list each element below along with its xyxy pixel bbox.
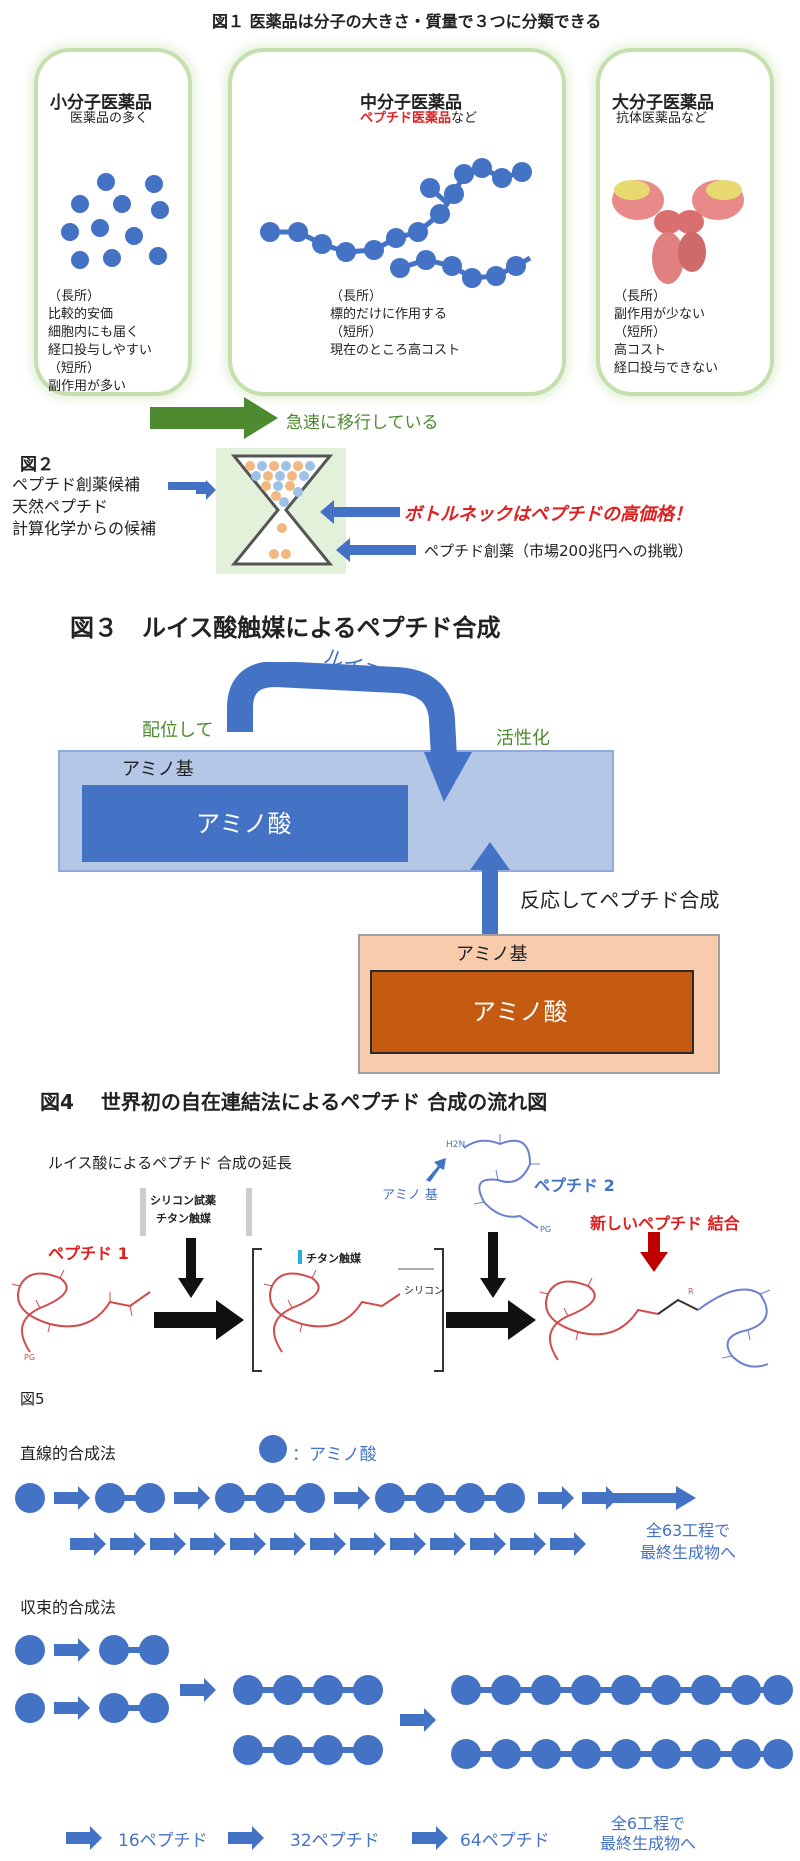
- fig2-label: 図２: [20, 455, 54, 475]
- peptide1-label: ペプチド 1: [48, 1244, 129, 1263]
- small-molecule-title: 小分子医薬品: [50, 93, 152, 113]
- fig2-candidates: ペプチド創薬候補 天然ペプチド 計算化学からの候補: [12, 475, 157, 538]
- p32-label: 32ペプチド: [290, 1831, 380, 1851]
- fig1-title: 図１ 医薬品は分子の大きさ・質量で３つに分類できる: [212, 12, 602, 31]
- reagent-silicon: シリコン試薬: [150, 1194, 216, 1207]
- medium-molecule-subtitle: ペプチド医薬品など: [360, 111, 478, 126]
- peptide1-structure: PG: [11, 1269, 151, 1362]
- bottleneck-text: ボトルネックはペプチドの高価格！: [404, 504, 692, 525]
- new-bond-label: 新しいペプチド 結合: [590, 1214, 740, 1233]
- medium-molecule-notes: （長所）標的だけに作用する （短所）現在のところ高コスト: [330, 289, 461, 358]
- p16-arrow: [66, 1826, 102, 1850]
- activate-label: 活性化: [496, 728, 550, 749]
- amino-acid-box-2: [370, 970, 694, 1054]
- silicon-label: シリコン: [404, 1286, 444, 1297]
- amino-group-label-2: アミノ基: [456, 944, 528, 965]
- titan-marker: [298, 1250, 302, 1264]
- antibody-image: [612, 180, 744, 284]
- product-structure: R: [539, 1277, 771, 1368]
- shift-label: 急速に移行している: [286, 413, 439, 433]
- large-molecule-notes: （長所）副作用が少ない （短所）高コスト 経口投与できない: [614, 289, 719, 376]
- titan-label: チタン触媒: [306, 1252, 361, 1265]
- amino-acid-label: アミノ酸: [196, 810, 292, 838]
- reagent-arrow: [178, 1238, 204, 1298]
- convergent-total: 全6工程で 最終生成物へ: [600, 1814, 697, 1853]
- p16-label: 16ペプチド: [118, 1831, 208, 1851]
- linear-row-1: [15, 1483, 618, 1513]
- small-molecule-panel: [34, 48, 192, 396]
- shift-arrow: [150, 397, 278, 439]
- catalyst-arrow: [227, 662, 472, 802]
- convergent-stage-2: [233, 1675, 383, 1765]
- intermediate-structure: [263, 1269, 401, 1353]
- peptide2-arrow: [480, 1232, 506, 1298]
- h2n-label: H2N: [446, 1140, 466, 1150]
- legend-amino-icon: [259, 1435, 287, 1463]
- p64-label: 64ペプチド: [460, 1831, 550, 1851]
- bracket-right: [434, 1248, 444, 1372]
- candidate-arrow-shaft: [168, 482, 208, 490]
- amino-acid-box: [82, 785, 408, 862]
- convergent-arrow-1: [180, 1678, 216, 1702]
- legend-label: ：アミノ酸: [292, 1445, 377, 1465]
- coordinate-label: 配位して: [142, 720, 214, 741]
- convergent-stage-1: [15, 1635, 169, 1723]
- step-arrow-2: [446, 1300, 536, 1340]
- medium-molecule-title: 中分子医薬品: [360, 93, 462, 113]
- step-arrow-1: [154, 1300, 244, 1340]
- hourglass-icon: [230, 454, 334, 566]
- p32-arrow: [228, 1826, 264, 1850]
- convergent-arrow-2: [400, 1708, 436, 1732]
- small-molecule-subtitle: 医薬品の多く: [70, 111, 149, 126]
- small-molecule-notes: （長所）比較的安価 細胞内にも届く経口投与しやすい （短所）副作用が多い: [48, 289, 152, 394]
- linear-long-arrow: [608, 1486, 696, 1510]
- new-bond-arrow: [640, 1232, 668, 1272]
- p64-arrow: [412, 1826, 448, 1850]
- amino-pointer-arrow: [426, 1158, 446, 1182]
- peptide2-label: ペプチド 2: [534, 1176, 615, 1195]
- reagent-box: [140, 1188, 252, 1236]
- reaction-label: 反応してペプチド合成: [520, 888, 720, 912]
- amino-acid-label-2: アミノ酸: [472, 998, 568, 1026]
- fig3-title: 図３ ルイス酸触媒によるペプチド合成: [70, 614, 501, 642]
- reaction-arrow: [470, 842, 510, 938]
- drug-arrow: [336, 538, 416, 562]
- product-r: R: [688, 1287, 694, 1296]
- peptide1-pg: PG: [24, 1353, 35, 1362]
- fig4-title: 図4 世界初の自在連結法によるペプチド 合成の流れ図: [40, 1090, 548, 1114]
- amino-group-label: アミノ基: [122, 759, 194, 780]
- peptide-chain-balls: [260, 158, 532, 288]
- bottleneck-arrow: [320, 500, 400, 524]
- large-molecule-subtitle: 抗体医薬品など: [616, 111, 708, 126]
- linear-row-2: [70, 1532, 586, 1556]
- drug-text: ペプチド創薬（市場200兆円への挑戦）: [424, 542, 693, 560]
- bracket-left: [252, 1248, 262, 1372]
- fig5-label: 図5: [20, 1390, 45, 1408]
- silicon-bond: [398, 1268, 434, 1270]
- linear-total: 全63工程で 最終生成物へ: [640, 1521, 737, 1562]
- convergent-stage-3: [451, 1675, 793, 1769]
- fig4-subtitle: ルイス酸によるペプチド 合成の延長: [48, 1154, 292, 1172]
- large-molecule-title: 大分子医薬品: [612, 93, 714, 113]
- reagent-titan: チタン触媒: [156, 1212, 211, 1225]
- linear-label: 直線的合成法: [20, 1444, 117, 1463]
- amino-label: アミノ 基: [382, 1188, 438, 1203]
- convergent-label: 収束的合成法: [20, 1598, 117, 1617]
- peptide2-structure: PG: [463, 1134, 551, 1234]
- peptide2-pg: PG: [540, 1225, 551, 1234]
- small-molecule-balls: [61, 173, 169, 269]
- medium-molecule-panel: [228, 48, 566, 396]
